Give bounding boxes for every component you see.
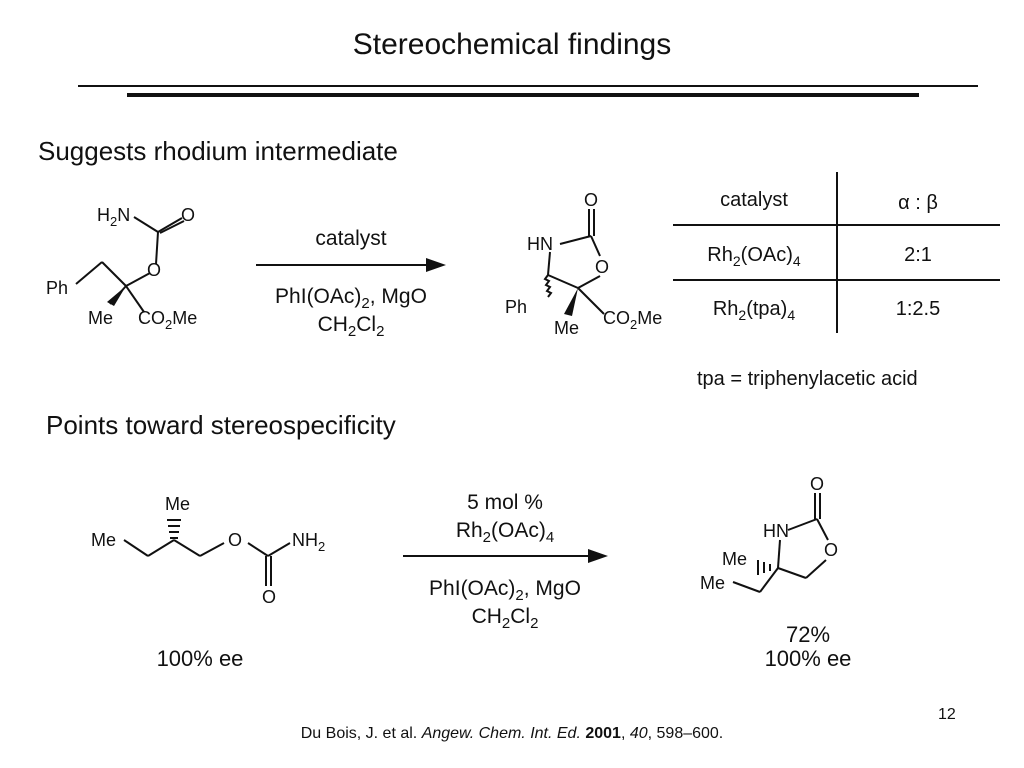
label-me: Me bbox=[554, 318, 579, 338]
citation-authors: Du Bois, J. et al. bbox=[300, 725, 422, 742]
label-ring-o: O bbox=[824, 540, 838, 560]
citation-year: 2001 bbox=[585, 725, 621, 742]
label-hn: HN bbox=[527, 234, 553, 254]
reaction2-conditions-line2: CH2Cl2 bbox=[472, 605, 539, 632]
table-header-catalyst: catalyst bbox=[720, 189, 788, 211]
label-ph: Ph bbox=[505, 297, 527, 317]
substrate-ee: 100% ee bbox=[157, 646, 244, 671]
wedge-bond bbox=[564, 288, 578, 316]
table-footnote: tpa = triphenylacetic acid bbox=[697, 368, 918, 390]
reaction1-substrate bbox=[75, 216, 185, 313]
label-hn: HN bbox=[763, 521, 789, 541]
slide-title: Stereochemical findings bbox=[352, 28, 672, 61]
label-carbonyl-o: O bbox=[810, 474, 824, 494]
label-co2me: CO2Me bbox=[138, 308, 197, 332]
reaction2-substrate bbox=[123, 519, 291, 586]
label-ester-o: O bbox=[228, 530, 242, 550]
label-carbonyl-o: O bbox=[262, 587, 276, 607]
reaction1-arrowhead bbox=[426, 258, 446, 272]
reaction2-conditions-line1: PhI(OAc)2, MgO bbox=[429, 577, 581, 604]
title-rule-top bbox=[78, 85, 978, 87]
product-yield: 72% bbox=[786, 622, 830, 647]
reaction1-arrow-above: catalyst bbox=[315, 227, 386, 250]
section-heading-rhodium: Suggests rhodium intermediate bbox=[38, 136, 398, 166]
citation: Du Bois, J. et al. Angew. Chem. Int. Ed.… bbox=[0, 725, 1024, 743]
label-co2me: CO2Me bbox=[603, 308, 662, 332]
table-cell-ratio: 1:2.5 bbox=[896, 298, 940, 320]
label-ph: Ph bbox=[46, 278, 68, 298]
label-nh2: NH2 bbox=[292, 530, 325, 554]
label-me: Me bbox=[722, 549, 747, 569]
citation-journal: Angew. Chem. Int. Ed. bbox=[421, 725, 581, 742]
table-cell-catalyst: Rh2(OAc)4 bbox=[707, 244, 801, 269]
label-carbonyl-o: O bbox=[181, 205, 195, 225]
reaction2-arrowhead bbox=[588, 549, 608, 563]
label-me-top: Me bbox=[165, 494, 190, 514]
label-ring-o: O bbox=[595, 257, 609, 277]
reaction1-conditions-line2: CH2Cl2 bbox=[318, 313, 385, 340]
label-h2n: H2N bbox=[97, 205, 130, 229]
reaction2-catalyst: Rh2(OAc)4 bbox=[456, 519, 554, 546]
citation-separator: , bbox=[620, 725, 630, 742]
label-carbonyl-o: O bbox=[584, 190, 598, 210]
citation-volume: 40 bbox=[629, 725, 648, 742]
table-header-ratio: α : β bbox=[898, 192, 938, 214]
wedge-bond bbox=[107, 286, 126, 306]
reaction2-loading: 5 mol % bbox=[467, 491, 543, 514]
catalyst-table: catalyst α : β Rh2(OAc)4 2:1 Rh2(tpa)4 1… bbox=[673, 172, 1000, 390]
label-me-ethyl: Me bbox=[700, 573, 725, 593]
table-cell-ratio: 2:1 bbox=[904, 244, 932, 266]
page-number: 12 bbox=[938, 706, 956, 723]
section-heading-stereospecificity: Points toward stereospecificity bbox=[46, 410, 396, 440]
product-ee: 100% ee bbox=[765, 646, 852, 671]
citation-pages: , 598–600. bbox=[647, 725, 724, 742]
reaction1-conditions-line1: PhI(OAc)2, MgO bbox=[275, 285, 427, 312]
title-rule-bottom bbox=[127, 93, 919, 97]
label-me-left: Me bbox=[91, 530, 116, 550]
label-ester-o: O bbox=[147, 260, 161, 280]
table-cell-catalyst: Rh2(tpa)4 bbox=[713, 298, 796, 323]
reaction1-product bbox=[543, 209, 605, 315]
label-me: Me bbox=[88, 308, 113, 328]
reaction2-product bbox=[732, 493, 829, 593]
